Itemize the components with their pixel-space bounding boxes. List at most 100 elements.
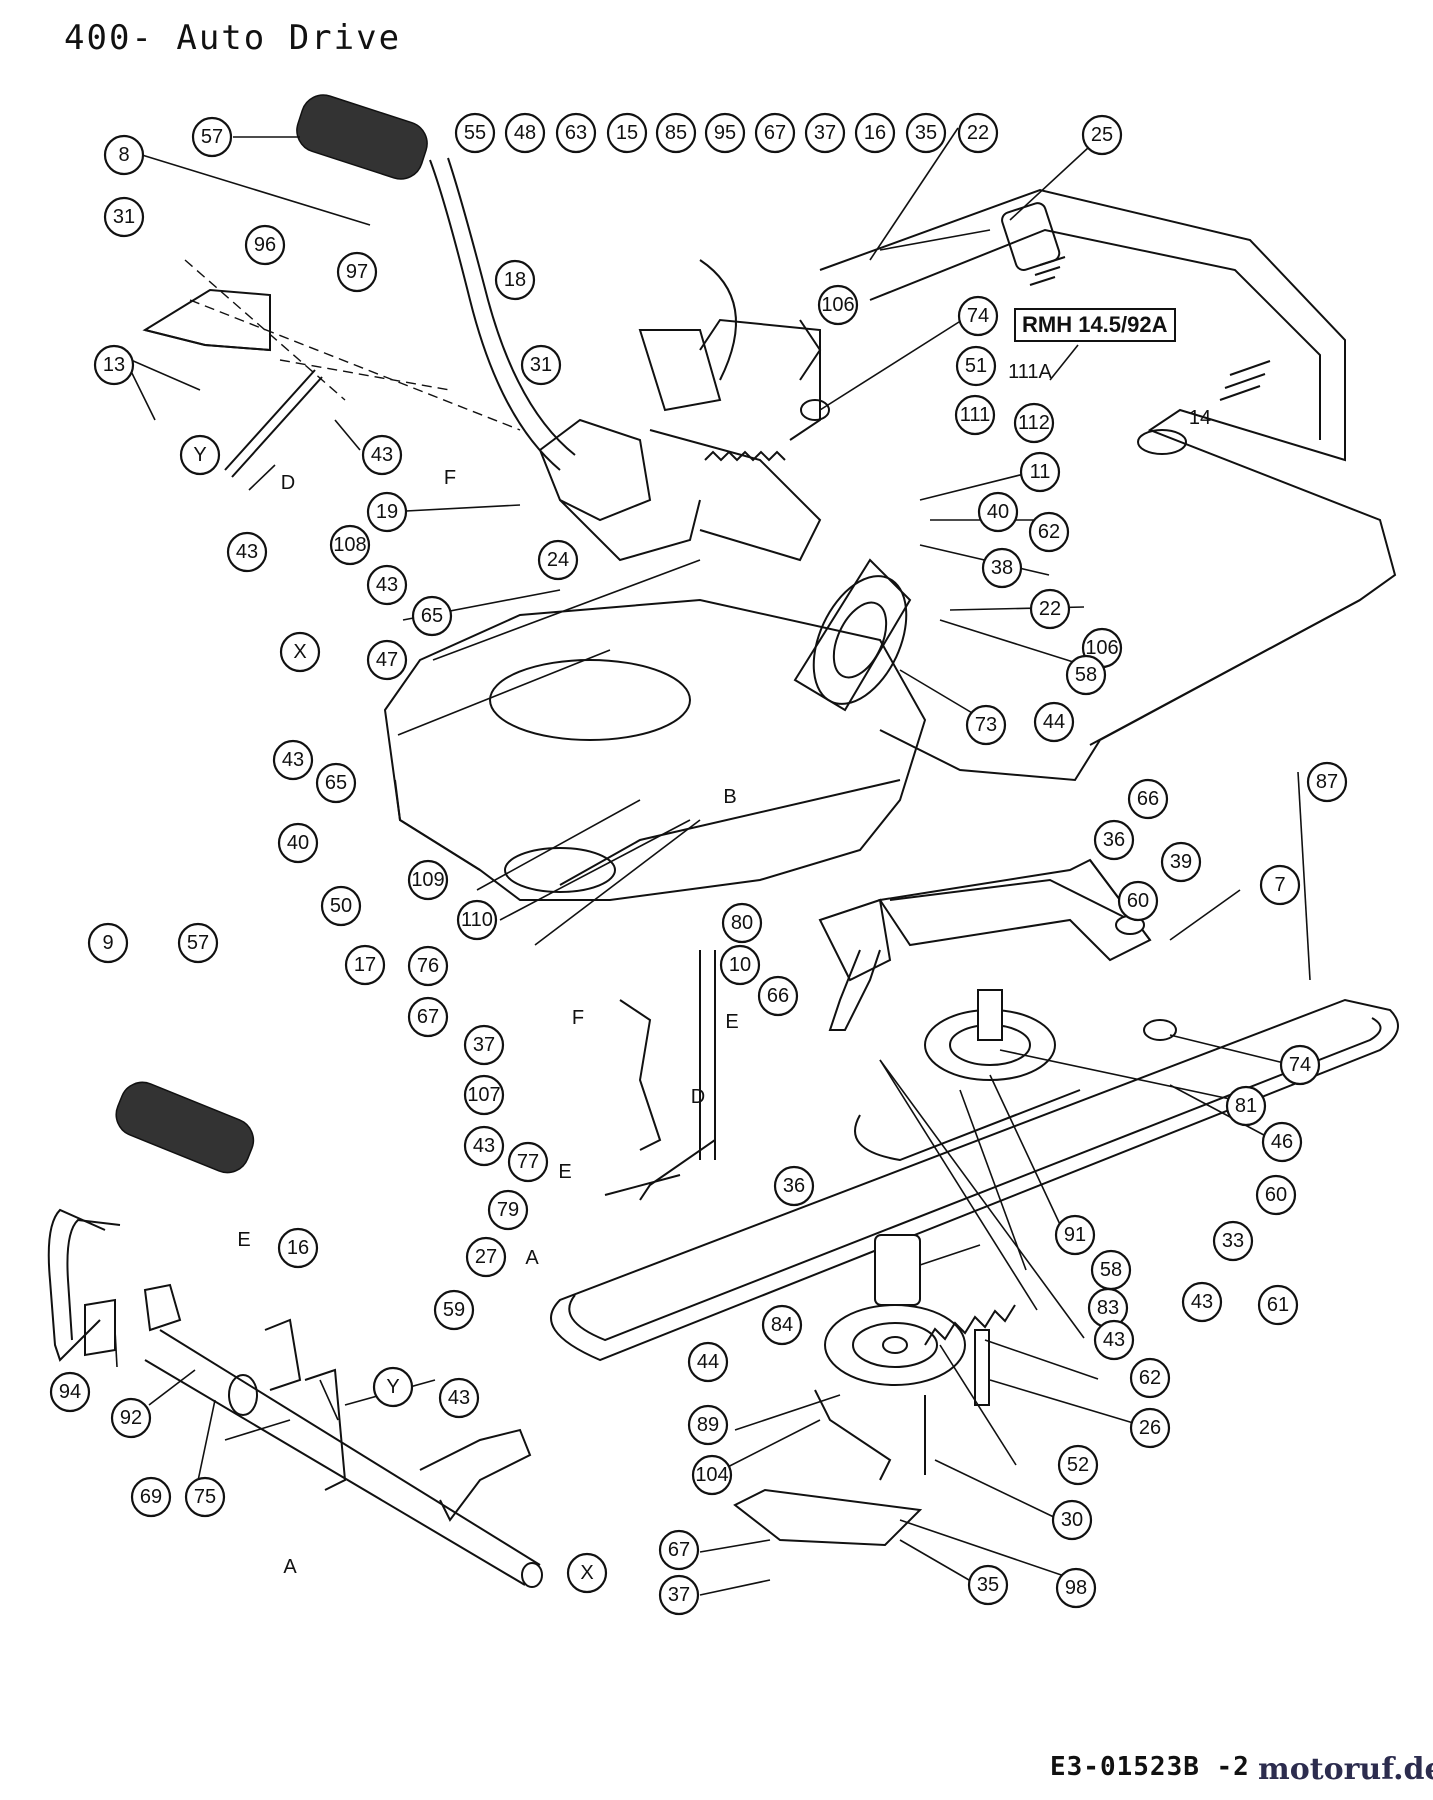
callout-circle	[454, 112, 496, 154]
drive-bracket	[538, 259, 830, 562]
callout-25: 25	[1081, 114, 1123, 156]
callout-number: 9	[102, 932, 113, 954]
callout-circle	[320, 885, 362, 927]
callout-circle	[103, 134, 145, 176]
callout-22: 22	[1029, 588, 1071, 630]
callout-circle	[184, 1476, 226, 1518]
callout-number: 87	[1316, 771, 1338, 793]
callout-circle	[1279, 1044, 1321, 1086]
callout-circle	[1225, 1085, 1267, 1127]
callout-circle	[463, 1024, 505, 1066]
callout-number: 67	[417, 1006, 439, 1028]
callout-circle	[272, 739, 314, 781]
callout-circle	[463, 1074, 505, 1116]
callout-17: 17	[344, 944, 386, 986]
callout-number: 95	[714, 122, 736, 144]
callout-73: 73	[965, 704, 1007, 746]
callout-111: 111	[954, 394, 996, 436]
callout-circle	[49, 1371, 91, 1413]
callout-43: 43	[226, 531, 268, 573]
callout-74: 74	[957, 295, 999, 337]
callout-circle	[244, 224, 286, 266]
callout-number: 97	[346, 261, 368, 283]
callout-67: 67	[407, 996, 449, 1038]
callout-circle	[1054, 1214, 1096, 1256]
callout-60: 60	[1255, 1174, 1297, 1216]
callout-circle	[1117, 880, 1159, 922]
callout-44: 44	[1033, 701, 1075, 743]
callout-circle	[507, 1141, 549, 1183]
callout-number: 85	[665, 122, 687, 144]
callout-84: 84	[761, 1304, 803, 1346]
callout-33: 33	[1212, 1220, 1254, 1262]
callout-24: 24	[537, 539, 579, 581]
callout-circle	[957, 295, 999, 337]
callout-circle	[655, 112, 697, 154]
callout-31: 31	[103, 196, 145, 238]
page-title: 400- Auto Drive	[64, 18, 402, 58]
callout-number: 40	[287, 832, 309, 854]
callout-circle	[1306, 761, 1348, 803]
callout-number: 52	[1067, 1454, 1089, 1476]
callout-circle	[721, 902, 763, 944]
callout-number: 66	[1137, 788, 1159, 810]
callout-circle	[315, 762, 357, 804]
callout-number: 83	[1097, 1297, 1119, 1319]
callout-number: 31	[113, 206, 135, 228]
callout-36: 36	[1093, 819, 1135, 861]
callout-43: 43	[361, 434, 403, 476]
callout-40: 40	[277, 822, 319, 864]
callout-35: 35	[967, 1564, 1009, 1606]
callout-number: 7	[1274, 874, 1285, 896]
callout-108: 108	[329, 524, 371, 566]
callout-107: 107	[463, 1074, 505, 1116]
callout-circle	[719, 944, 761, 986]
callout-number: 35	[915, 122, 937, 144]
callout-circle	[965, 704, 1007, 746]
bracket-98	[733, 1389, 926, 1547]
callout-number: 57	[187, 932, 209, 954]
text-label-f: F	[572, 1007, 584, 1029]
variator-pulley-73	[793, 558, 912, 712]
callout-61: 61	[1257, 1284, 1299, 1326]
letter-callout-X: X	[279, 631, 321, 673]
callout-number: 67	[764, 122, 786, 144]
callout-43: 43	[1093, 1319, 1135, 1361]
callout-circle	[87, 922, 129, 964]
callout-43: 43	[366, 564, 408, 606]
letter-circle	[179, 434, 221, 476]
callout-9: 9	[87, 922, 129, 964]
callout-number: 10	[729, 954, 751, 976]
callout-circle	[1055, 1567, 1097, 1609]
callout-number: 43	[376, 574, 398, 596]
callout-circle	[504, 112, 546, 154]
callout-19: 19	[366, 491, 408, 533]
callout-number: 89	[697, 1414, 719, 1436]
callout-circle	[1093, 1319, 1135, 1361]
callout-number: 43	[448, 1387, 470, 1409]
callout-number: 27	[475, 1246, 497, 1268]
callout-number: 60	[1265, 1184, 1287, 1206]
callout-number: 55	[464, 122, 486, 144]
text-label-e: E	[725, 1011, 738, 1033]
callout-52: 52	[1057, 1444, 1099, 1486]
callout-number: 22	[1039, 598, 1061, 620]
callout-circle	[456, 899, 498, 941]
callout-circle	[1093, 819, 1135, 861]
callout-15: 15	[606, 112, 648, 154]
letter-circle	[279, 631, 321, 673]
drive-belt-87	[550, 998, 1399, 1362]
callout-26: 26	[1129, 1407, 1171, 1449]
callout-circle	[691, 1454, 733, 1496]
frame-outline	[819, 188, 1397, 782]
letter-circle	[372, 1366, 414, 1408]
mower-deck	[383, 598, 927, 901]
callout-number: 106	[1085, 637, 1118, 659]
callout-number: 8	[118, 144, 129, 166]
callout-circle	[336, 251, 378, 293]
text-label-a: A	[283, 1556, 297, 1578]
callout-number: 17	[354, 954, 376, 976]
callout-circle	[366, 639, 408, 681]
callout-94: 94	[49, 1371, 91, 1413]
